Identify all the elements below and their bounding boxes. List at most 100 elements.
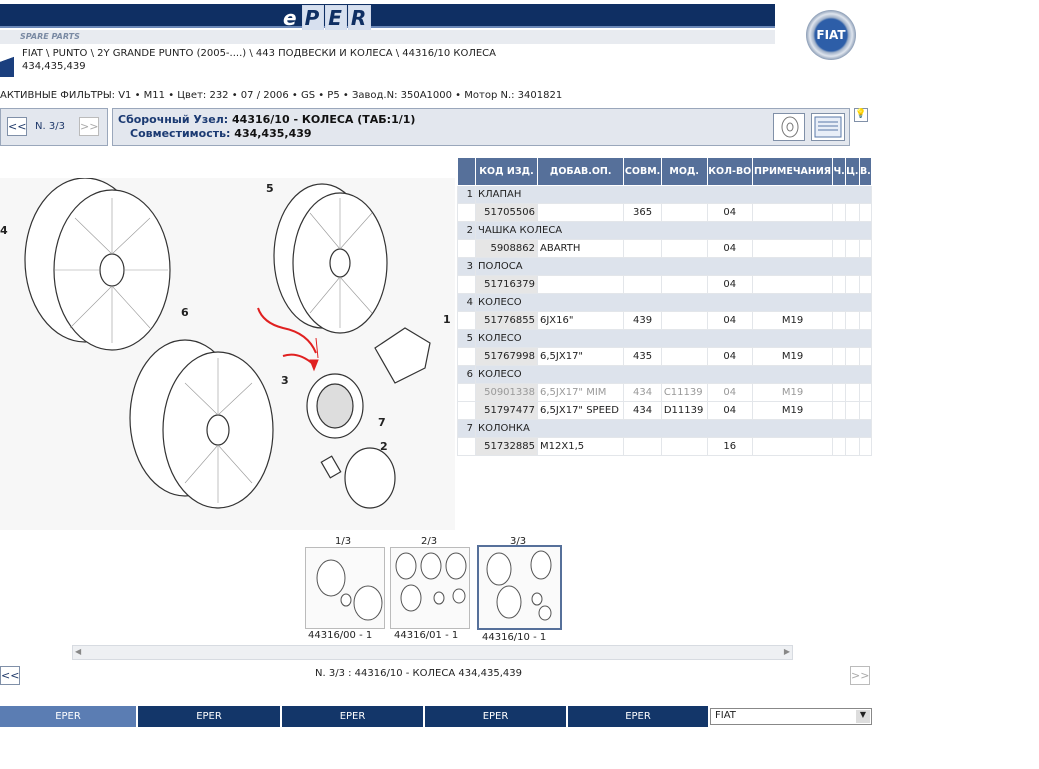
callout-2: 2	[380, 440, 388, 453]
cell	[660, 437, 708, 456]
flag-cell	[844, 437, 860, 456]
cell: 439	[623, 311, 662, 330]
cell: 04	[706, 401, 753, 420]
horizontal-scrollbar[interactable]: ◀ ▶	[72, 645, 793, 660]
thumbnail-page-label: 1/3	[335, 536, 352, 547]
scroll-right-arrow-icon[interactable]: ▶	[783, 647, 790, 656]
cell: 04	[706, 311, 753, 330]
chevron-down-icon[interactable]: ▼	[856, 710, 870, 723]
parts-diagram: 1 2 3 4 5 6 7	[0, 177, 455, 530]
cell	[660, 275, 708, 294]
cell: 04	[706, 383, 753, 402]
cell: 51797477	[475, 401, 538, 420]
notes-cell	[751, 203, 834, 222]
cell	[660, 203, 708, 222]
flag-cell	[858, 347, 873, 366]
cell	[751, 275, 834, 294]
group-name: ЧАШКА КОЛЕСА	[475, 221, 872, 240]
cell: 51776855	[475, 311, 538, 330]
parts-list-icon[interactable]	[811, 113, 845, 141]
wheels-drawing: 1 2 3 4 5 6 7	[0, 177, 451, 509]
flag-cell	[832, 437, 846, 456]
column-header: ПРИМЕЧАНИЯ	[751, 157, 834, 186]
cell: 51705506	[475, 203, 538, 222]
cell: M19	[751, 347, 834, 366]
scroll-left-arrow-icon[interactable]: ◀	[75, 647, 82, 656]
breadcrumb-line: FIAT \ PUNTO \ 2Y GRANDE PUNTO (2005-...…	[22, 48, 497, 59]
fiat-logo: FIAT	[806, 10, 856, 60]
next-page-button[interactable]: >>	[79, 117, 99, 136]
group-name: КОЛЕСО	[475, 365, 872, 384]
group-number: 1	[457, 185, 476, 204]
tab-eper-2[interactable]: EPER	[137, 706, 280, 727]
group-name: КОЛОНКА	[475, 419, 872, 438]
tab-eper-5[interactable]: EPER	[567, 706, 708, 727]
empty-cell	[457, 275, 476, 294]
cell: 04	[706, 239, 753, 258]
column-header: Ц.	[844, 157, 860, 186]
group-name: КОЛЕСО	[475, 293, 872, 312]
cell: 6,5JX17" MIM	[536, 383, 625, 402]
brand-select[interactable]: FIAT▼	[710, 708, 872, 725]
flag-cell	[858, 239, 873, 258]
empty-cell	[457, 437, 476, 456]
flag-cell	[844, 275, 860, 294]
lightbulb-icon[interactable]: 💡	[854, 108, 868, 122]
flag-cell	[858, 203, 873, 222]
group-number: 5	[457, 329, 476, 348]
group-name: КОЛЕСО	[475, 329, 872, 348]
cell	[536, 275, 625, 294]
compat-value: 434,435,439	[234, 127, 312, 140]
tab-eper-4[interactable]: EPER	[424, 706, 566, 727]
thumbnail-code: 44316/01 - 1	[394, 630, 459, 641]
bottom-prev-button[interactable]: <<	[0, 666, 20, 685]
wheel-drawing-icon[interactable]	[773, 113, 805, 141]
callout-5: 5	[266, 182, 274, 195]
cell: 51732885	[475, 437, 538, 456]
cell: M19	[751, 383, 834, 402]
prev-page-button[interactable]: <<	[7, 117, 27, 136]
bottom-next-button[interactable]: >>	[850, 666, 870, 685]
flag-cell	[832, 203, 846, 222]
empty-cell	[457, 239, 476, 258]
empty-cell	[457, 347, 476, 366]
thumbnail-page-label: 3/3	[510, 536, 527, 547]
column-header: СОВМ.	[623, 157, 662, 186]
empty-cell	[457, 401, 476, 420]
bottom-nav-label: N. 3/3 : 44316/10 - КОЛЕСА 434,435,439	[315, 668, 522, 679]
flag-cell	[832, 275, 846, 294]
group-number: 7	[457, 419, 476, 438]
thumbnail-code: 44316/00 - 1	[308, 630, 373, 641]
thumbnail-2[interactable]	[390, 547, 470, 629]
assembly-label: Сборочный Узел:	[118, 113, 229, 126]
tab-eper-1[interactable]: EPER	[0, 706, 136, 727]
column-header: КОЛ-ВО	[706, 157, 753, 186]
cell: 434	[623, 401, 662, 420]
empty-cell	[457, 383, 476, 402]
callout-3: 3	[281, 374, 289, 387]
tab-eper-3[interactable]: EPER	[281, 706, 423, 727]
flag-cell	[858, 311, 873, 330]
cell: 16	[706, 437, 753, 456]
thumbnail-3-selected[interactable]	[477, 545, 562, 630]
callout-4: 4	[0, 224, 8, 237]
column-header: КОД ИЗД.	[475, 157, 538, 186]
callout-7: 7	[378, 416, 386, 429]
thumbnail-1[interactable]	[305, 547, 385, 629]
column-header: МОД.	[660, 157, 708, 186]
cell: 434	[623, 383, 662, 402]
flag-cell	[844, 401, 860, 420]
cell	[660, 239, 708, 258]
cell: 435	[623, 347, 662, 366]
